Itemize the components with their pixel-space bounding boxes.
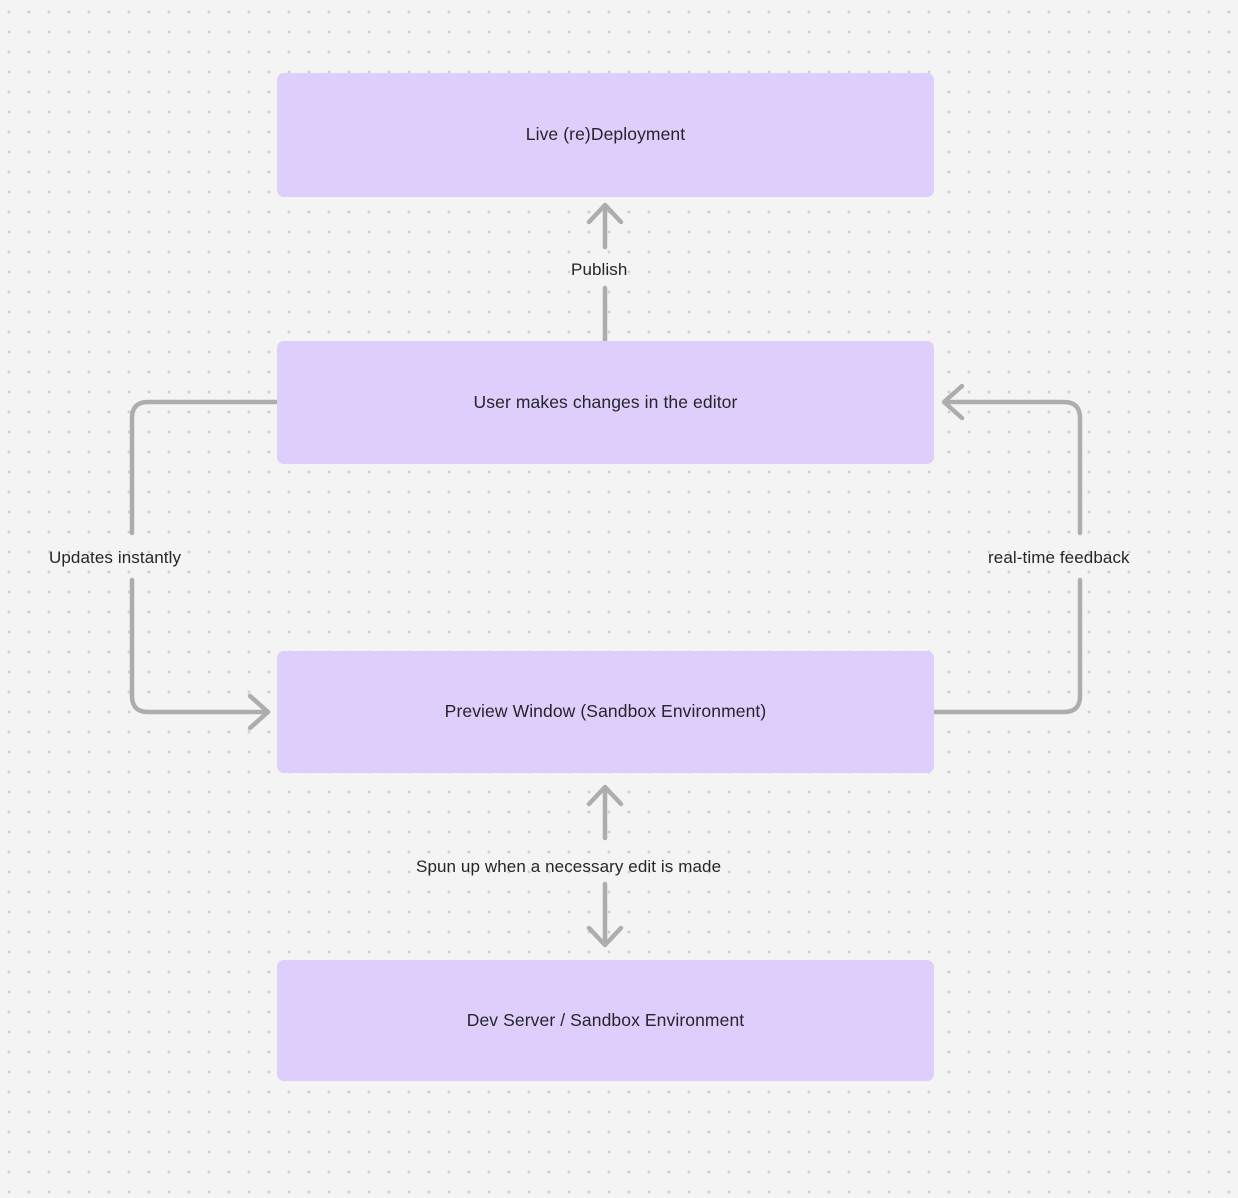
node-preview-window[interactable]: Preview Window (Sandbox Environment) bbox=[277, 651, 934, 773]
arrowhead-up-publish bbox=[586, 202, 624, 225]
arrowhead-up-spun-up bbox=[586, 784, 624, 807]
node-user-makes-changes[interactable]: User makes changes in the editor bbox=[277, 341, 934, 464]
edge-label-realtime-feedback: real-time feedback bbox=[988, 548, 1130, 567]
arrowhead-right-updates-instantly bbox=[247, 693, 271, 731]
edge-label-updates-instantly: Updates instantly bbox=[49, 548, 182, 567]
edge-label-publish: Publish bbox=[571, 260, 628, 279]
arrowhead-down-spun-up bbox=[586, 925, 624, 948]
edge-label-spun-up: Spun up when a necessary edit is made bbox=[416, 857, 722, 876]
node-dev-server[interactable]: Dev Server / Sandbox Environment bbox=[277, 960, 934, 1081]
node-live-redeployment[interactable]: Live (re)Deployment bbox=[277, 73, 934, 197]
arrowhead-left-realtime-feedback bbox=[941, 383, 965, 421]
